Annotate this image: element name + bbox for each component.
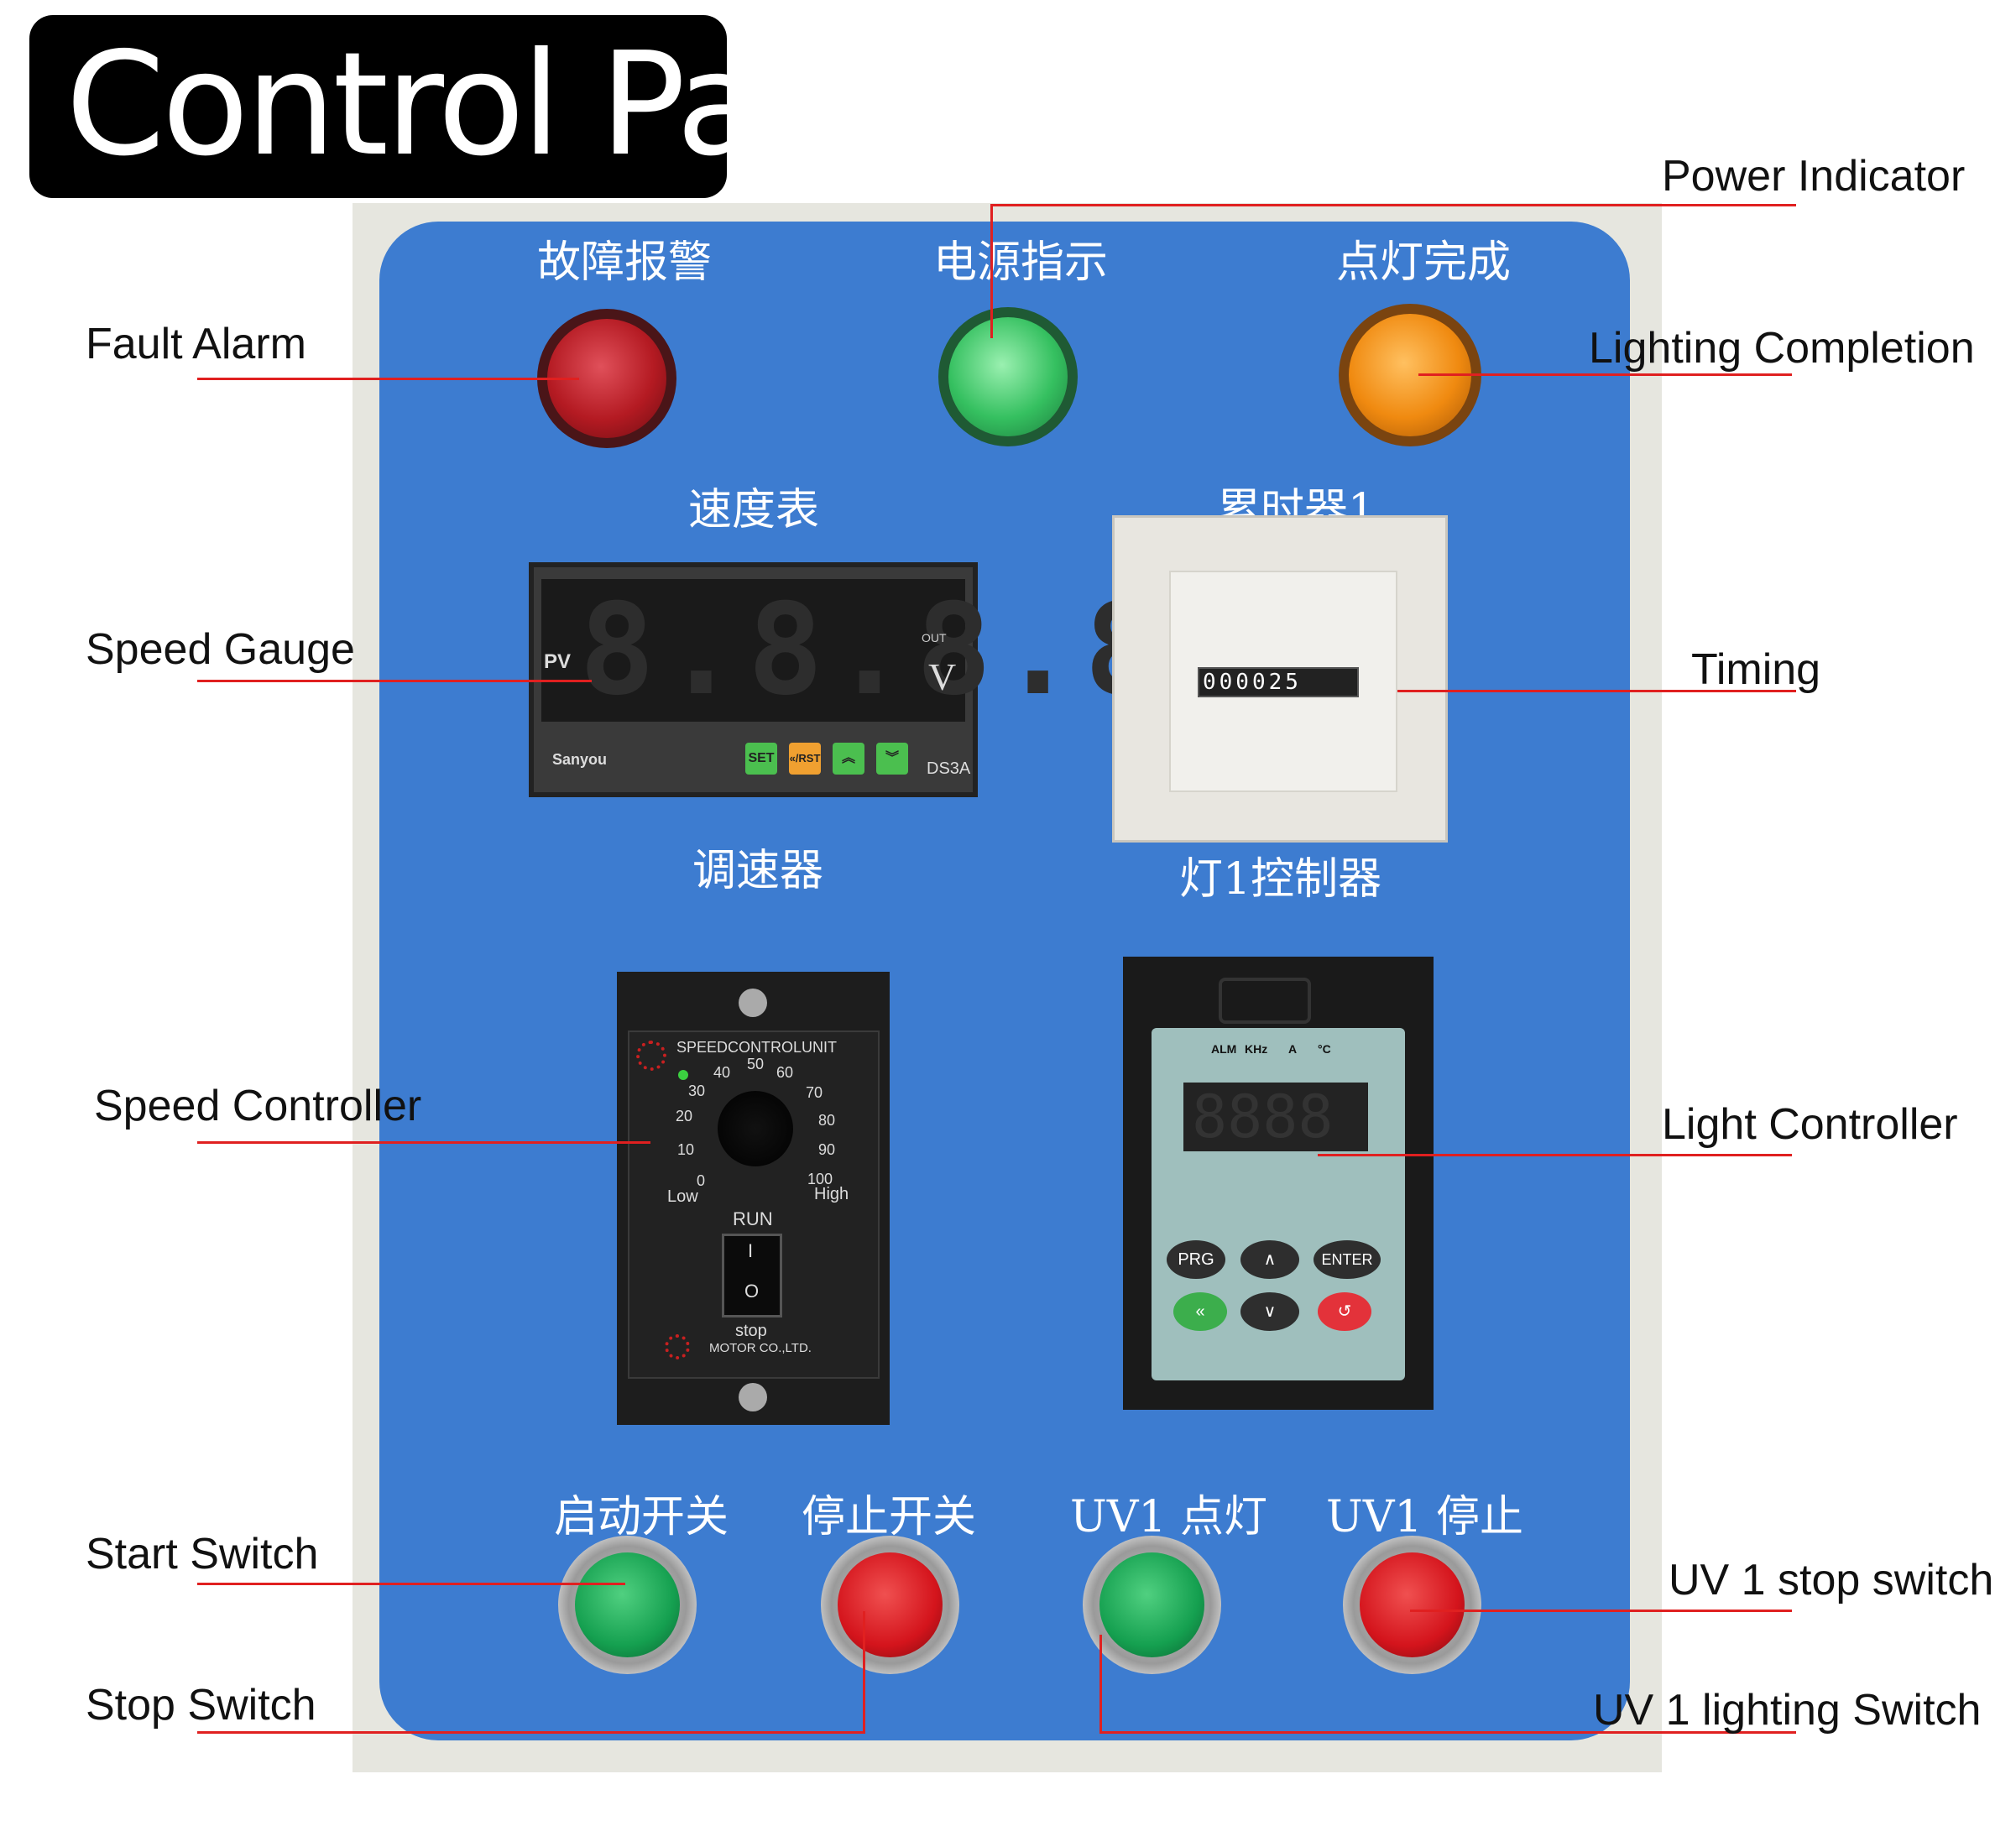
stop-switch-cn-label: 停止开关	[802, 1492, 977, 1542]
dial-mark-40: 40	[713, 1064, 731, 1081]
callout-uv1-lighting-switch: UV 1 lighting Switch	[1593, 1686, 1982, 1735]
uv1-lighting-line-v	[1099, 1635, 1102, 1734]
alm-indicator: ALM	[1211, 1042, 1237, 1056]
enter-button[interactable]: ENTER	[1314, 1240, 1381, 1279]
up-button[interactable]: ∧	[1240, 1240, 1299, 1279]
power-led-icon	[678, 1070, 688, 1080]
dial-mark-60: 60	[776, 1064, 794, 1081]
uv1-stop-cn-label: UV1 停止	[1326, 1492, 1523, 1542]
stop-switch-button[interactable]	[838, 1552, 943, 1657]
speed-gauge-readout: 8.8.8.8	[579, 577, 1169, 723]
celsius-indicator: °C	[1318, 1042, 1331, 1056]
page-title: Control Panel	[65, 22, 971, 188]
gear-logo-icon	[636, 1041, 666, 1071]
low-label: Low	[667, 1187, 698, 1206]
speed-gauge-line	[197, 680, 592, 682]
brand-logo: Sanyou	[552, 751, 608, 768]
hour-meter-counter: 000025	[1198, 667, 1359, 697]
power-indicator-cn-label: 电源指示	[933, 237, 1109, 288]
dial-mark-20: 20	[676, 1108, 693, 1124]
down-key[interactable]: ︾	[876, 743, 908, 775]
light-controller-display: 8888	[1183, 1083, 1368, 1151]
callout-lighting-completion: Lighting Completion	[1589, 324, 1975, 373]
dial-mark-10: 10	[677, 1141, 695, 1158]
run-label: RUN	[733, 1208, 773, 1229]
callout-speed-controller: Speed Controller	[94, 1082, 422, 1130]
dial-mark-80: 80	[818, 1112, 836, 1129]
keypad-clip	[1219, 978, 1311, 1024]
fault-alarm-cn-label: 故障报警	[537, 237, 713, 288]
set-key[interactable]: SET	[745, 743, 777, 775]
dial-mark-50: 50	[747, 1056, 765, 1072]
speed-gauge-cn-label: 速度表	[688, 485, 820, 535]
callout-power-indicator: Power Indicator	[1662, 152, 1966, 201]
power-indicator-line-v	[990, 204, 993, 338]
top-screw-icon	[739, 989, 767, 1017]
reset-key[interactable]: «/RST	[789, 743, 821, 775]
speed-controller-line	[197, 1141, 650, 1144]
start-switch-line	[197, 1583, 625, 1585]
unit-label: V	[928, 655, 957, 698]
dial-mark-30: 30	[688, 1083, 706, 1099]
callout-speed-gauge: Speed Gauge	[86, 625, 355, 674]
down-button[interactable]: ∨	[1240, 1292, 1299, 1331]
pv-label: PV	[544, 650, 572, 673]
maker-label: MOTOR CO.,LTD.	[709, 1341, 812, 1355]
dial-mark-0: 0	[697, 1172, 706, 1189]
uv1-lighting-line-h	[1099, 1731, 1796, 1734]
out-label: OUT	[922, 631, 947, 644]
uv1-stop-button[interactable]	[1360, 1552, 1465, 1657]
callout-timing: Timing	[1691, 645, 1821, 694]
stop-switch-line-h	[197, 1731, 864, 1734]
stop-label: stop	[735, 1322, 767, 1340]
uv1-stop-line	[1410, 1610, 1792, 1612]
dial-mark-100: 100	[807, 1171, 833, 1187]
callout-start-switch: Start Switch	[86, 1530, 319, 1578]
prg-button[interactable]: PRG	[1167, 1240, 1225, 1279]
callout-fault-alarm: Fault Alarm	[86, 320, 306, 368]
lamp-controller-cn-label: 灯1控制器	[1179, 854, 1382, 905]
khz-indicator: KHz	[1245, 1042, 1268, 1056]
run-stop-rocker-switch[interactable]	[722, 1234, 782, 1317]
callout-stop-switch: Stop Switch	[86, 1681, 316, 1730]
bottom-screw-icon	[739, 1383, 767, 1411]
lighting-completion-line	[1418, 373, 1792, 376]
light-controller-line	[1318, 1154, 1792, 1156]
switch-on-mark: I	[748, 1240, 754, 1261]
start-switch-cn-label: 启动开关	[554, 1492, 729, 1542]
amp-indicator: A	[1288, 1042, 1298, 1056]
back-button[interactable]: ↺	[1318, 1292, 1371, 1331]
speed-controller-face	[628, 1030, 880, 1379]
model-label: DS3A	[927, 759, 971, 778]
callout-uv1-stop-switch: UV 1 stop switch	[1669, 1556, 1994, 1604]
title-badge	[29, 15, 727, 198]
shift-left-button[interactable]: «	[1173, 1292, 1227, 1331]
up-key[interactable]: ︽	[833, 743, 864, 775]
switch-off-mark: O	[744, 1281, 760, 1302]
power-indicator-lamp	[948, 317, 1068, 436]
uv1-light-button[interactable]	[1099, 1552, 1204, 1657]
fault-alarm-line	[197, 378, 579, 380]
dial-mark-70: 70	[806, 1084, 823, 1101]
speed-controller-cn-label: 调速器	[692, 846, 824, 896]
timing-line	[1397, 690, 1796, 692]
dial-mark-90: 90	[818, 1141, 836, 1158]
lighting-done-cn-label: 点灯完成	[1336, 237, 1512, 288]
speed-gauge-display-window	[541, 579, 965, 722]
speed-dial-knob[interactable]	[718, 1091, 793, 1166]
speed-controller-header: SPEEDCONTROLUNIT	[676, 1039, 838, 1056]
maker-gear-icon	[665, 1334, 690, 1359]
stop-switch-line-v	[863, 1611, 865, 1734]
power-indicator-line-h	[990, 204, 1796, 206]
start-switch-button[interactable]	[575, 1552, 680, 1657]
high-label: High	[814, 1185, 849, 1203]
callout-light-controller: Light Controller	[1662, 1100, 1958, 1149]
uv1-light-cn-label: UV1 点灯	[1070, 1492, 1267, 1542]
